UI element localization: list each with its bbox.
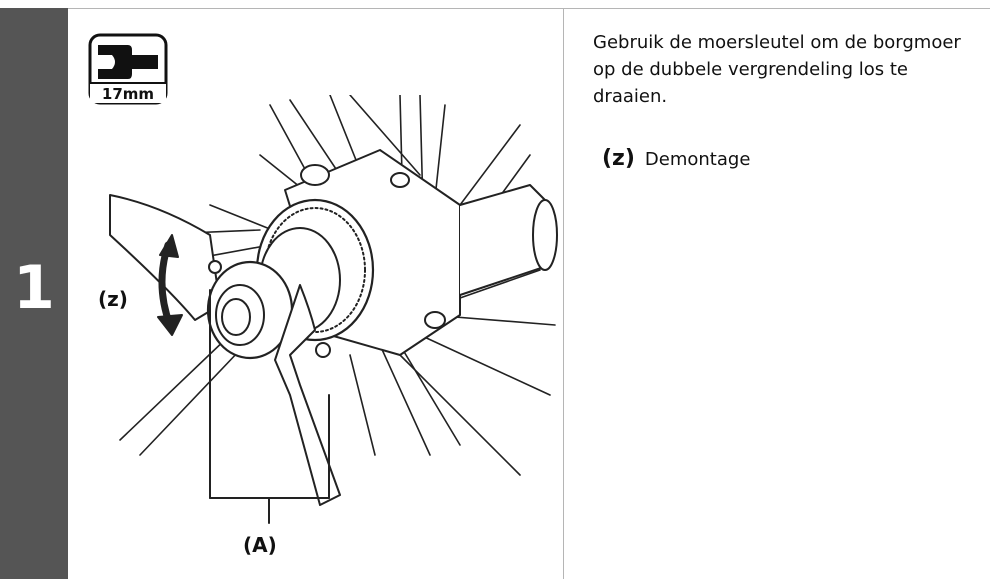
frame-top-border <box>68 8 990 9</box>
svg-text:17mm: 17mm <box>102 85 154 103</box>
step-number: 1 <box>13 253 55 323</box>
legend-item: (z) Demontage <box>602 146 750 171</box>
hub-illustration <box>100 94 560 565</box>
label-z: (z) <box>98 287 128 311</box>
column-divider <box>563 8 564 579</box>
instruction-text: Gebruik de moersleutel om de borgmoer op… <box>593 32 961 107</box>
step-bar <box>0 8 68 579</box>
legend-key: (z) <box>602 146 635 171</box>
wrench-icon: 17mm <box>88 33 168 105</box>
legend-value: Demontage <box>644 149 751 170</box>
label-a: (A) <box>243 533 277 557</box>
